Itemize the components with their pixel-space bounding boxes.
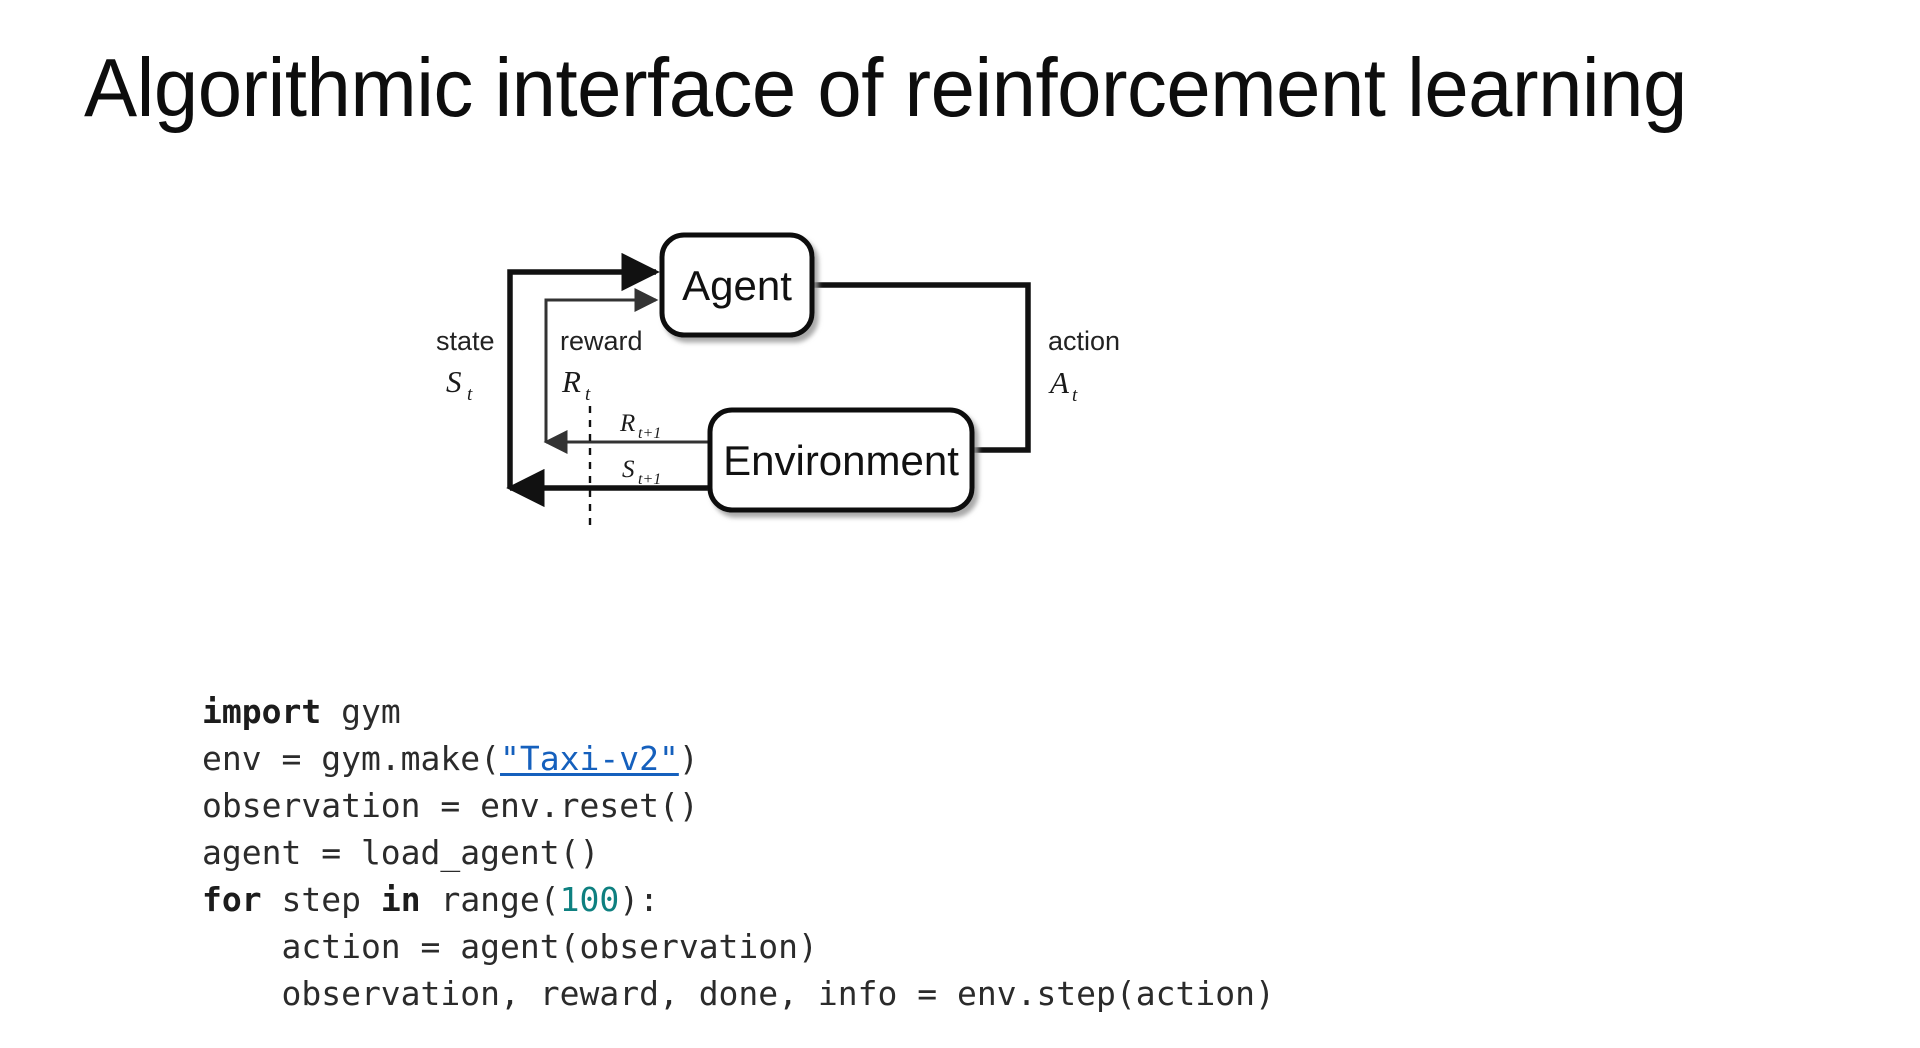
code-text: agent = load_agent() bbox=[202, 833, 600, 872]
environment-node[interactable]: Environment bbox=[707, 407, 975, 513]
state-next-symbol: S bbox=[622, 456, 635, 483]
action-label-subscript: t bbox=[1072, 385, 1078, 406]
action-label-word: action bbox=[1048, 326, 1120, 356]
code-line: for step in range(100): bbox=[202, 876, 1275, 923]
action-label: action A t bbox=[1048, 326, 1120, 406]
code-text: range( bbox=[420, 880, 560, 919]
reward-next-label: R t+1 bbox=[619, 410, 661, 442]
reward-label-word: reward bbox=[560, 326, 643, 356]
state-label: state S t bbox=[436, 326, 495, 405]
code-text: observation = env.reset() bbox=[202, 786, 699, 825]
code-text: step bbox=[261, 880, 381, 919]
state-next-label: S t+1 bbox=[622, 456, 661, 488]
state-label-subscript: t bbox=[467, 384, 473, 405]
state-label-symbol: S bbox=[446, 364, 462, 399]
action-label-symbol: A bbox=[1048, 365, 1070, 400]
reward-label: reward R t bbox=[560, 326, 643, 405]
rl-loop-diagram: Agent Environment state S t reward R t a… bbox=[380, 210, 1400, 540]
code-text: env = gym.make( bbox=[202, 739, 501, 778]
code-line: import gym bbox=[202, 688, 1275, 735]
code-line: observation, reward, done, info = env.st… bbox=[202, 970, 1275, 1017]
code-line: env = gym.make("Taxi-v2") bbox=[202, 735, 1275, 782]
code-text: gym bbox=[321, 692, 401, 731]
code-number: 100 bbox=[559, 880, 620, 919]
code-text: observation, reward, done, info = env.st… bbox=[202, 974, 1275, 1013]
state-edge bbox=[507, 252, 660, 488]
code-line: agent = load_agent() bbox=[202, 829, 1275, 876]
code-keyword: for bbox=[202, 880, 262, 919]
code-text: ): bbox=[619, 880, 660, 919]
reward-next-symbol: R bbox=[619, 410, 635, 437]
state-label-word: state bbox=[436, 326, 495, 356]
page-title: Algorithmic interface of reinforcement l… bbox=[84, 41, 1687, 134]
reward-label-symbol: R bbox=[561, 364, 581, 399]
reward-edge bbox=[544, 288, 659, 442]
code-keyword: import bbox=[202, 692, 322, 731]
code-text: action = agent(observation) bbox=[202, 927, 818, 966]
agent-node-label: Agent bbox=[682, 262, 792, 309]
env-id-link[interactable]: "Taxi-v2" bbox=[500, 739, 679, 778]
code-keyword: in bbox=[380, 880, 421, 919]
code-line: observation = env.reset() bbox=[202, 782, 1275, 829]
state-next-subscript: t+1 bbox=[638, 471, 661, 488]
reward-next-subscript: t+1 bbox=[638, 425, 661, 442]
code-text: ) bbox=[678, 739, 699, 778]
agent-node[interactable]: Agent bbox=[659, 232, 815, 338]
reward-label-subscript: t bbox=[585, 384, 591, 405]
code-line: action = agent(observation) bbox=[202, 923, 1275, 970]
environment-node-label: Environment bbox=[723, 437, 959, 484]
